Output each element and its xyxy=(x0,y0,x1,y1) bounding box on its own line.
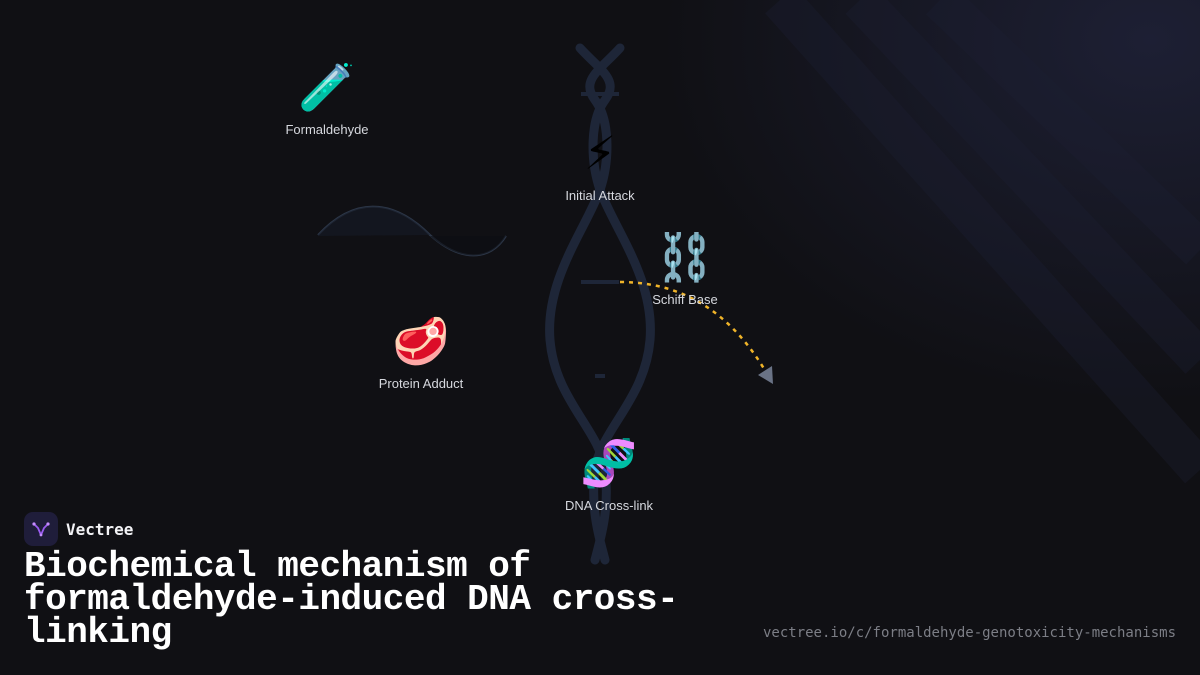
dna-helix xyxy=(545,43,655,565)
lightning-icon: ⚡ xyxy=(583,127,617,179)
node-initial-attack: ⚡ Initial Attack xyxy=(510,126,690,203)
helix-rungs xyxy=(581,92,619,378)
node-label: Initial Attack xyxy=(565,188,635,203)
wave-fill-lower xyxy=(430,236,506,256)
node-schiff-base: ⛓️ Schiff Base xyxy=(595,230,775,307)
wave-fill xyxy=(318,206,430,236)
node-dna-crosslink: 🧬 DNA Cross-link xyxy=(519,436,699,513)
meat-icon: 🥩 xyxy=(392,315,450,367)
node-label: DNA Cross-link xyxy=(564,498,654,513)
page-title: Biochemical mechanism of formaldehyde-in… xyxy=(24,546,679,653)
light-rays xyxy=(765,0,1200,484)
reaction-arrow xyxy=(619,280,768,373)
dna-icon: 🧬 xyxy=(580,437,638,489)
test-tube-icon: 🧪 xyxy=(298,61,356,113)
source-url[interactable]: vectree.io/c/formaldehyde-genotoxicity-m… xyxy=(762,625,1176,641)
arrow-head xyxy=(758,366,773,384)
node-formaldehyde: 🧪 Formaldehyde xyxy=(237,60,417,137)
chain-icon: ⛓️ xyxy=(656,231,714,283)
node-label: Protein Adduct xyxy=(378,376,464,391)
node-label: Formaldehyde xyxy=(285,122,369,137)
node-protein-adduct: 🥩 Protein Adduct xyxy=(331,314,511,391)
brand: Vectree xyxy=(24,512,133,546)
node-label: Schiff Base xyxy=(652,292,718,307)
vectree-logo-icon xyxy=(24,512,58,546)
brand-name: Vectree xyxy=(66,519,134,539)
